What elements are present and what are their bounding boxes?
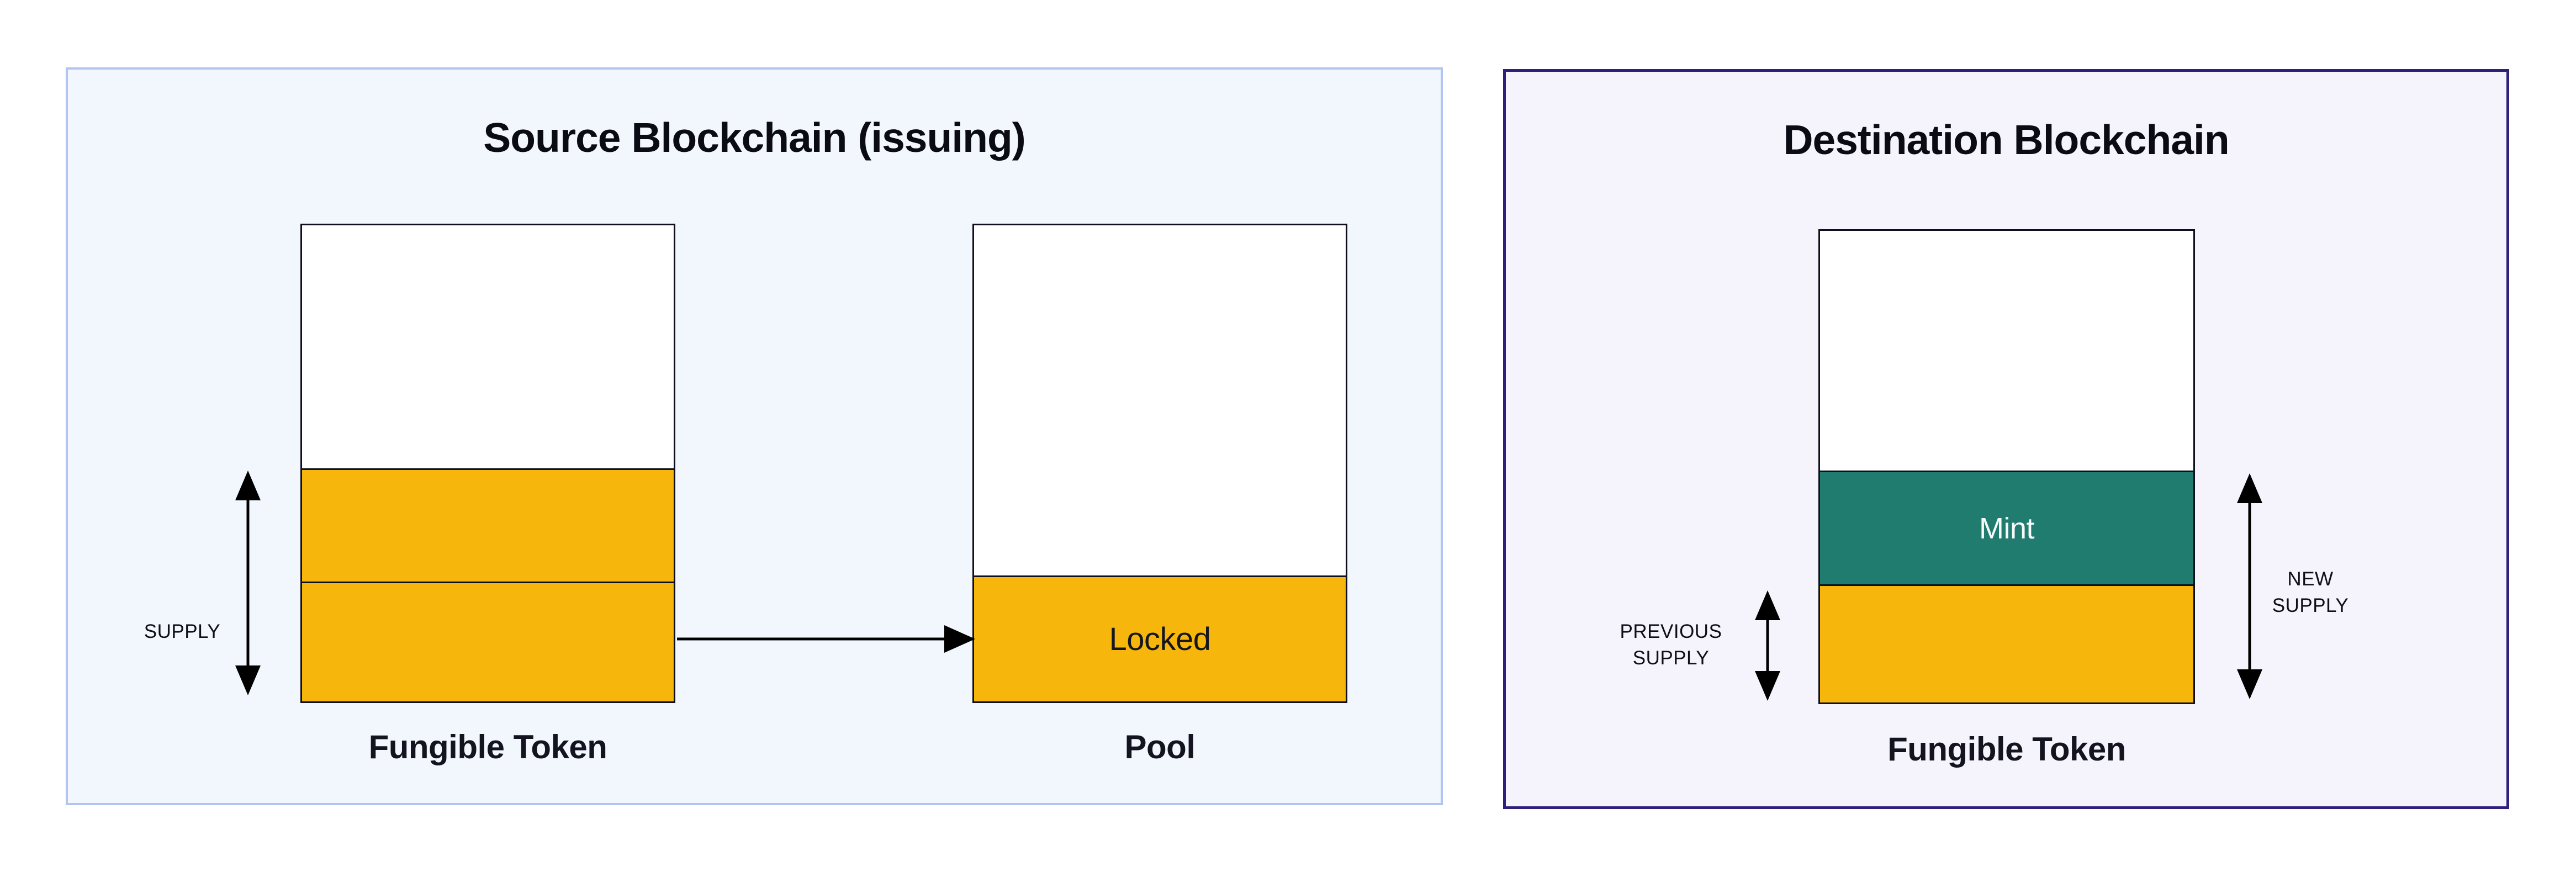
source-token-empty-segment	[302, 225, 674, 468]
previous-supply-segment	[1820, 584, 2193, 702]
source-token-supply-lower-segment	[302, 582, 674, 701]
previous-supply-label-line1: PREVIOUS	[1620, 621, 1722, 642]
source-fungible-token-bar	[300, 224, 675, 703]
lock-transfer-arrow-icon	[677, 625, 975, 653]
destination-fungible-token-bar: Mint	[1818, 229, 2195, 704]
supply-label: SUPPLY	[144, 621, 221, 642]
pool-empty-segment	[974, 225, 1346, 575]
destination-token-empty-segment	[1820, 231, 2193, 471]
previous-supply-range-arrow-icon	[1755, 590, 1780, 701]
new-supply-label: NEW SUPPLY	[2244, 566, 2377, 619]
source-pool-bar: Locked	[972, 224, 1347, 703]
source-pool-label: Pool	[1124, 728, 1196, 765]
new-supply-label-line1: NEW	[2287, 568, 2334, 590]
mint-segment-label: Mint	[1979, 511, 2035, 545]
pool-locked-segment: Locked	[974, 575, 1346, 701]
source-panel-title: Source Blockchain (issuing)	[483, 114, 1026, 161]
source-token-supply-upper-segment	[302, 468, 674, 582]
previous-supply-label-line2: SUPPLY	[1632, 647, 1710, 669]
new-supply-label-line2: SUPPLY	[2272, 595, 2349, 616]
previous-supply-label: PREVIOUS SUPPLY	[1588, 619, 1754, 672]
new-supply-range-arrow-icon	[2237, 473, 2262, 699]
locked-segment-label: Locked	[1109, 621, 1211, 657]
destination-fungible-token-label: Fungible Token	[1887, 731, 2126, 768]
supply-range-arrow-icon	[235, 471, 261, 695]
mint-segment: Mint	[1820, 471, 2193, 584]
source-fungible-token-label: Fungible Token	[368, 728, 607, 765]
destination-panel-title: Destination Blockchain	[1783, 117, 2229, 163]
source-blockchain-panel: Source Blockchain (issuing) Locked SUPPL…	[66, 67, 1443, 805]
destination-blockchain-panel: Destination Blockchain Mint PREVIOUS SUP…	[1503, 69, 2509, 809]
